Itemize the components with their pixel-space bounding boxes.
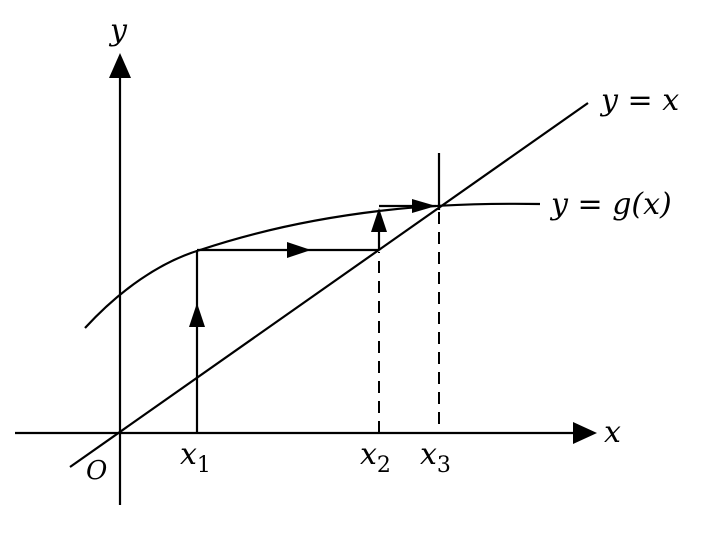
x2-label: x2: [360, 437, 391, 477]
point-name: x: [420, 437, 437, 472]
label-eq: =: [577, 187, 603, 222]
right-arrow-icon: [287, 242, 311, 258]
origin-label: O: [86, 456, 108, 486]
g-curve: [84, 202, 541, 329]
y-axis-label: y: [110, 13, 127, 48]
g-curve-label: y = g(x): [551, 190, 672, 220]
point-subscript: 2: [376, 453, 391, 478]
point-name: x: [360, 437, 377, 472]
y-axis-arrow-icon: [109, 53, 131, 78]
cobweb-step-2: [371, 199, 436, 433]
up-arrow-icon: [189, 303, 205, 327]
point-name: x: [180, 437, 197, 472]
label-rhs: x: [662, 83, 680, 118]
x-axis-label: x: [604, 415, 621, 450]
up-arrow-icon: [371, 208, 387, 232]
identity-line: [69, 102, 589, 468]
label-lhs: y: [601, 83, 618, 118]
y-axis: [109, 53, 131, 505]
label-lhs: y: [551, 187, 568, 222]
x1-label: x1: [180, 437, 211, 477]
x-axis: [15, 422, 597, 444]
point-subscript: 3: [436, 453, 451, 478]
identity-line-label: y = x: [601, 86, 679, 116]
x3-label: x3: [420, 437, 451, 477]
point-subscript: 1: [196, 453, 211, 478]
label-rhs: g(x): [612, 187, 672, 222]
label-eq: =: [627, 83, 653, 118]
x-axis-arrow-icon: [573, 422, 597, 444]
cobweb-step-1: [189, 242, 379, 433]
right-arrow-icon: [412, 199, 436, 213]
